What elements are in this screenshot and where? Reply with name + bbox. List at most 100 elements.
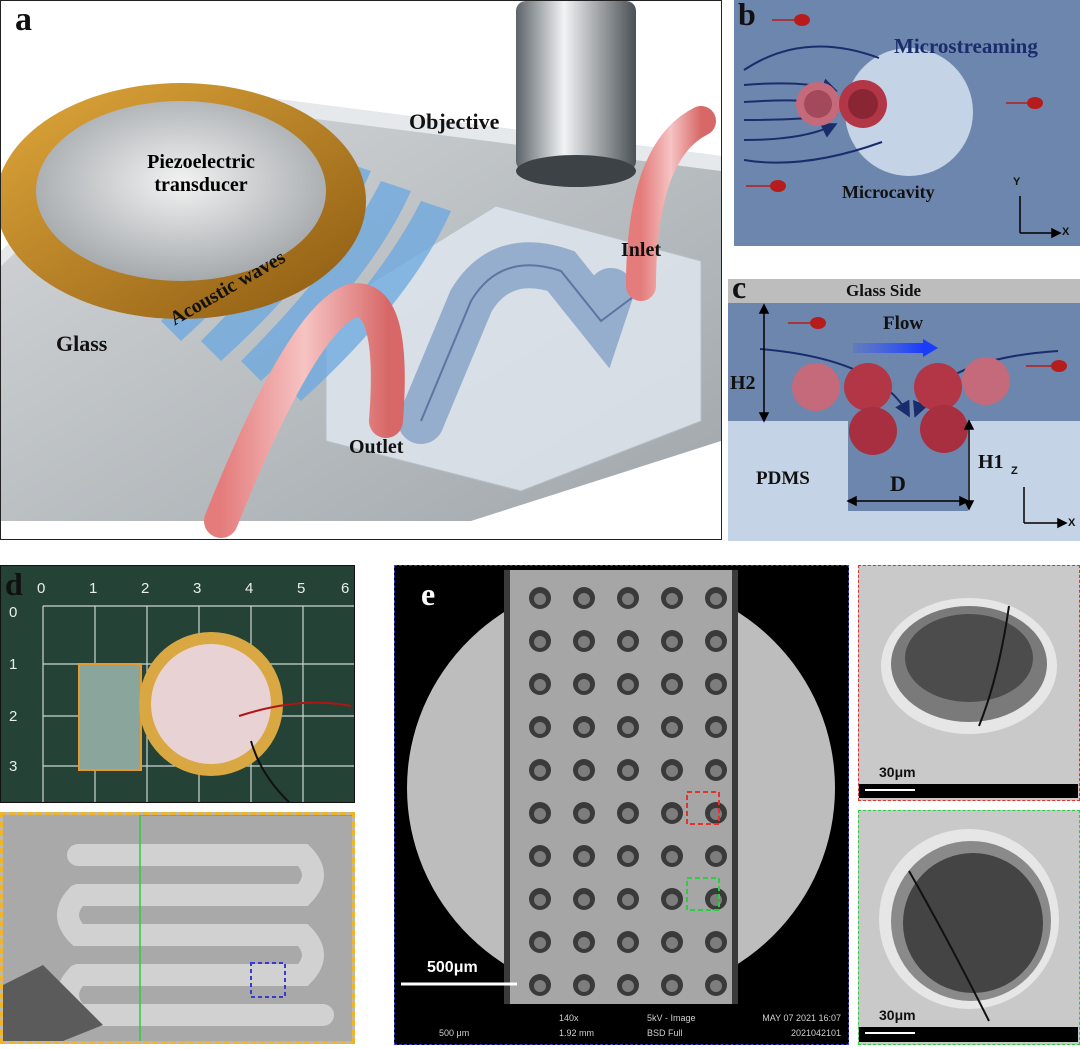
piezo-label-line2: transducer — [154, 174, 248, 196]
microwell-bottom — [622, 765, 634, 777]
microwell-bottom — [534, 851, 546, 863]
ruler-x-3: 3 — [193, 580, 202, 597]
microwell-bottom — [578, 679, 590, 691]
h1-label: H1 — [978, 451, 1004, 473]
info-mag: 140x — [559, 1013, 579, 1023]
microwell-bottom — [578, 937, 590, 949]
microwell-bottom — [534, 980, 546, 992]
microwell-zoom-red — [859, 598, 1078, 798]
flow-label: Flow — [883, 313, 924, 334]
microwell-bottom — [534, 722, 546, 734]
ruler-x-5: 5 — [297, 580, 306, 597]
ruler-grid — [42, 605, 354, 802]
axis-x-label: X — [1062, 226, 1070, 238]
microwell-bottom — [710, 851, 722, 863]
microwell-bottom — [666, 937, 678, 949]
microwell-bottom — [622, 722, 634, 734]
microwell-bottom — [710, 593, 722, 605]
microwell-bottom — [578, 851, 590, 863]
red-zoom-box — [686, 791, 720, 825]
scale-bar-label: 500μm — [427, 959, 478, 976]
device-illustration — [1, 1, 721, 538]
microwell-bottom — [710, 894, 722, 906]
glass-side-layer — [728, 279, 1080, 303]
info-detector: BSD Full — [647, 1028, 683, 1038]
microwell-bottom — [578, 894, 590, 906]
ruler-x-2: 2 — [141, 580, 150, 597]
microwell-bottom — [534, 636, 546, 648]
microwell-bottom — [666, 636, 678, 648]
microwell-bottom — [666, 851, 678, 863]
panel-label-a: a — [15, 1, 32, 38]
microwell-bottom — [622, 894, 634, 906]
blue-zoom-box — [250, 962, 286, 998]
ruler-y-2: 2 — [9, 708, 18, 725]
microwell-zoom-green — [859, 829, 1078, 1042]
ruler-x-1: 1 — [89, 580, 98, 597]
ruler-x-4: 4 — [245, 580, 254, 597]
panel-e-zoom-green: 30μm — [858, 810, 1080, 1045]
info-hfw: 1.92 mm — [559, 1028, 595, 1038]
panel-c: c Glass Side Flow H2 H1 PDMS D Z X — [728, 279, 1080, 541]
microwell-bottom — [666, 980, 678, 992]
axis-x-label-c: X — [1068, 517, 1076, 529]
piezo-label-line1: Piezoelectric — [147, 151, 255, 173]
zoom-red-scale-label: 30μm — [879, 764, 916, 780]
microwell-bottom — [666, 808, 678, 820]
ruler-x-0: 0 — [37, 580, 46, 597]
microwell-bottom — [578, 765, 590, 777]
microwell-bottom — [622, 679, 634, 691]
microwell-bottom — [578, 980, 590, 992]
axis-y-label: Y — [1013, 176, 1021, 188]
microwell-bottom — [710, 808, 722, 820]
ruler-y-ticks: 0 1 2 3 — [9, 604, 29, 802]
microparticle-cluster-c — [792, 357, 1010, 455]
microwell-bottom — [710, 636, 722, 648]
info-mode: 5kV - Image — [647, 1013, 696, 1023]
ruler-y-0: 0 — [9, 604, 18, 621]
microwell-bottom — [534, 593, 546, 605]
inlet-label: Inlet — [621, 239, 661, 261]
panel-label-c: c — [732, 279, 747, 305]
panel-label-d: d — [5, 566, 23, 602]
red-blood-cells — [746, 14, 1043, 192]
microwell-bottom — [666, 679, 678, 691]
dimension-lines — [758, 303, 975, 511]
pdms-layer — [728, 421, 1080, 541]
microwell-bottom — [666, 722, 678, 734]
piezo-disc-inner — [151, 644, 271, 764]
microwell-bottom — [534, 808, 546, 820]
green-zoom-box — [686, 877, 720, 911]
microcavity-label: Microcavity — [842, 182, 935, 202]
h2-label: H2 — [730, 372, 756, 394]
cross-section-diagram — [728, 279, 1080, 541]
microwell-bottom — [578, 722, 590, 734]
microwell-bottom — [578, 636, 590, 648]
microwell-bottom — [666, 894, 678, 906]
zoom-green-scale-label: 30μm — [879, 1007, 916, 1023]
panel-d-sem — [0, 812, 355, 1044]
objective-label: Objective — [409, 109, 500, 134]
ruler-x-ticks: 0 1 2 3 4 5 6 — [37, 580, 354, 600]
microstreaming-label: Microstreaming — [894, 34, 1038, 58]
microwell-bottom — [710, 765, 722, 777]
microwell-bottom — [622, 593, 634, 605]
piezo-label: Piezoelectric transducer — [141, 151, 261, 197]
microwell-bottom — [666, 765, 678, 777]
microwell-bottom — [710, 679, 722, 691]
ruler-y-1: 1 — [9, 656, 18, 673]
ruler-x-6: 6 — [341, 580, 350, 597]
glass-label: Glass — [56, 331, 108, 356]
serpentine-sem — [3, 815, 352, 1041]
microwell-bottom — [578, 808, 590, 820]
microwell-bottom — [534, 679, 546, 691]
microwell-bottom — [622, 851, 634, 863]
info-scale-small: 500 μm — [439, 1028, 470, 1038]
microwell-bottom — [666, 593, 678, 605]
panel-e-zoom-red: 30μm — [858, 565, 1080, 801]
microwell-bottom — [534, 894, 546, 906]
red-blood-cells-c — [788, 317, 1067, 372]
microwell-bottom — [710, 980, 722, 992]
microparticle-cluster — [796, 80, 887, 128]
ruler-y-3: 3 — [9, 758, 18, 775]
